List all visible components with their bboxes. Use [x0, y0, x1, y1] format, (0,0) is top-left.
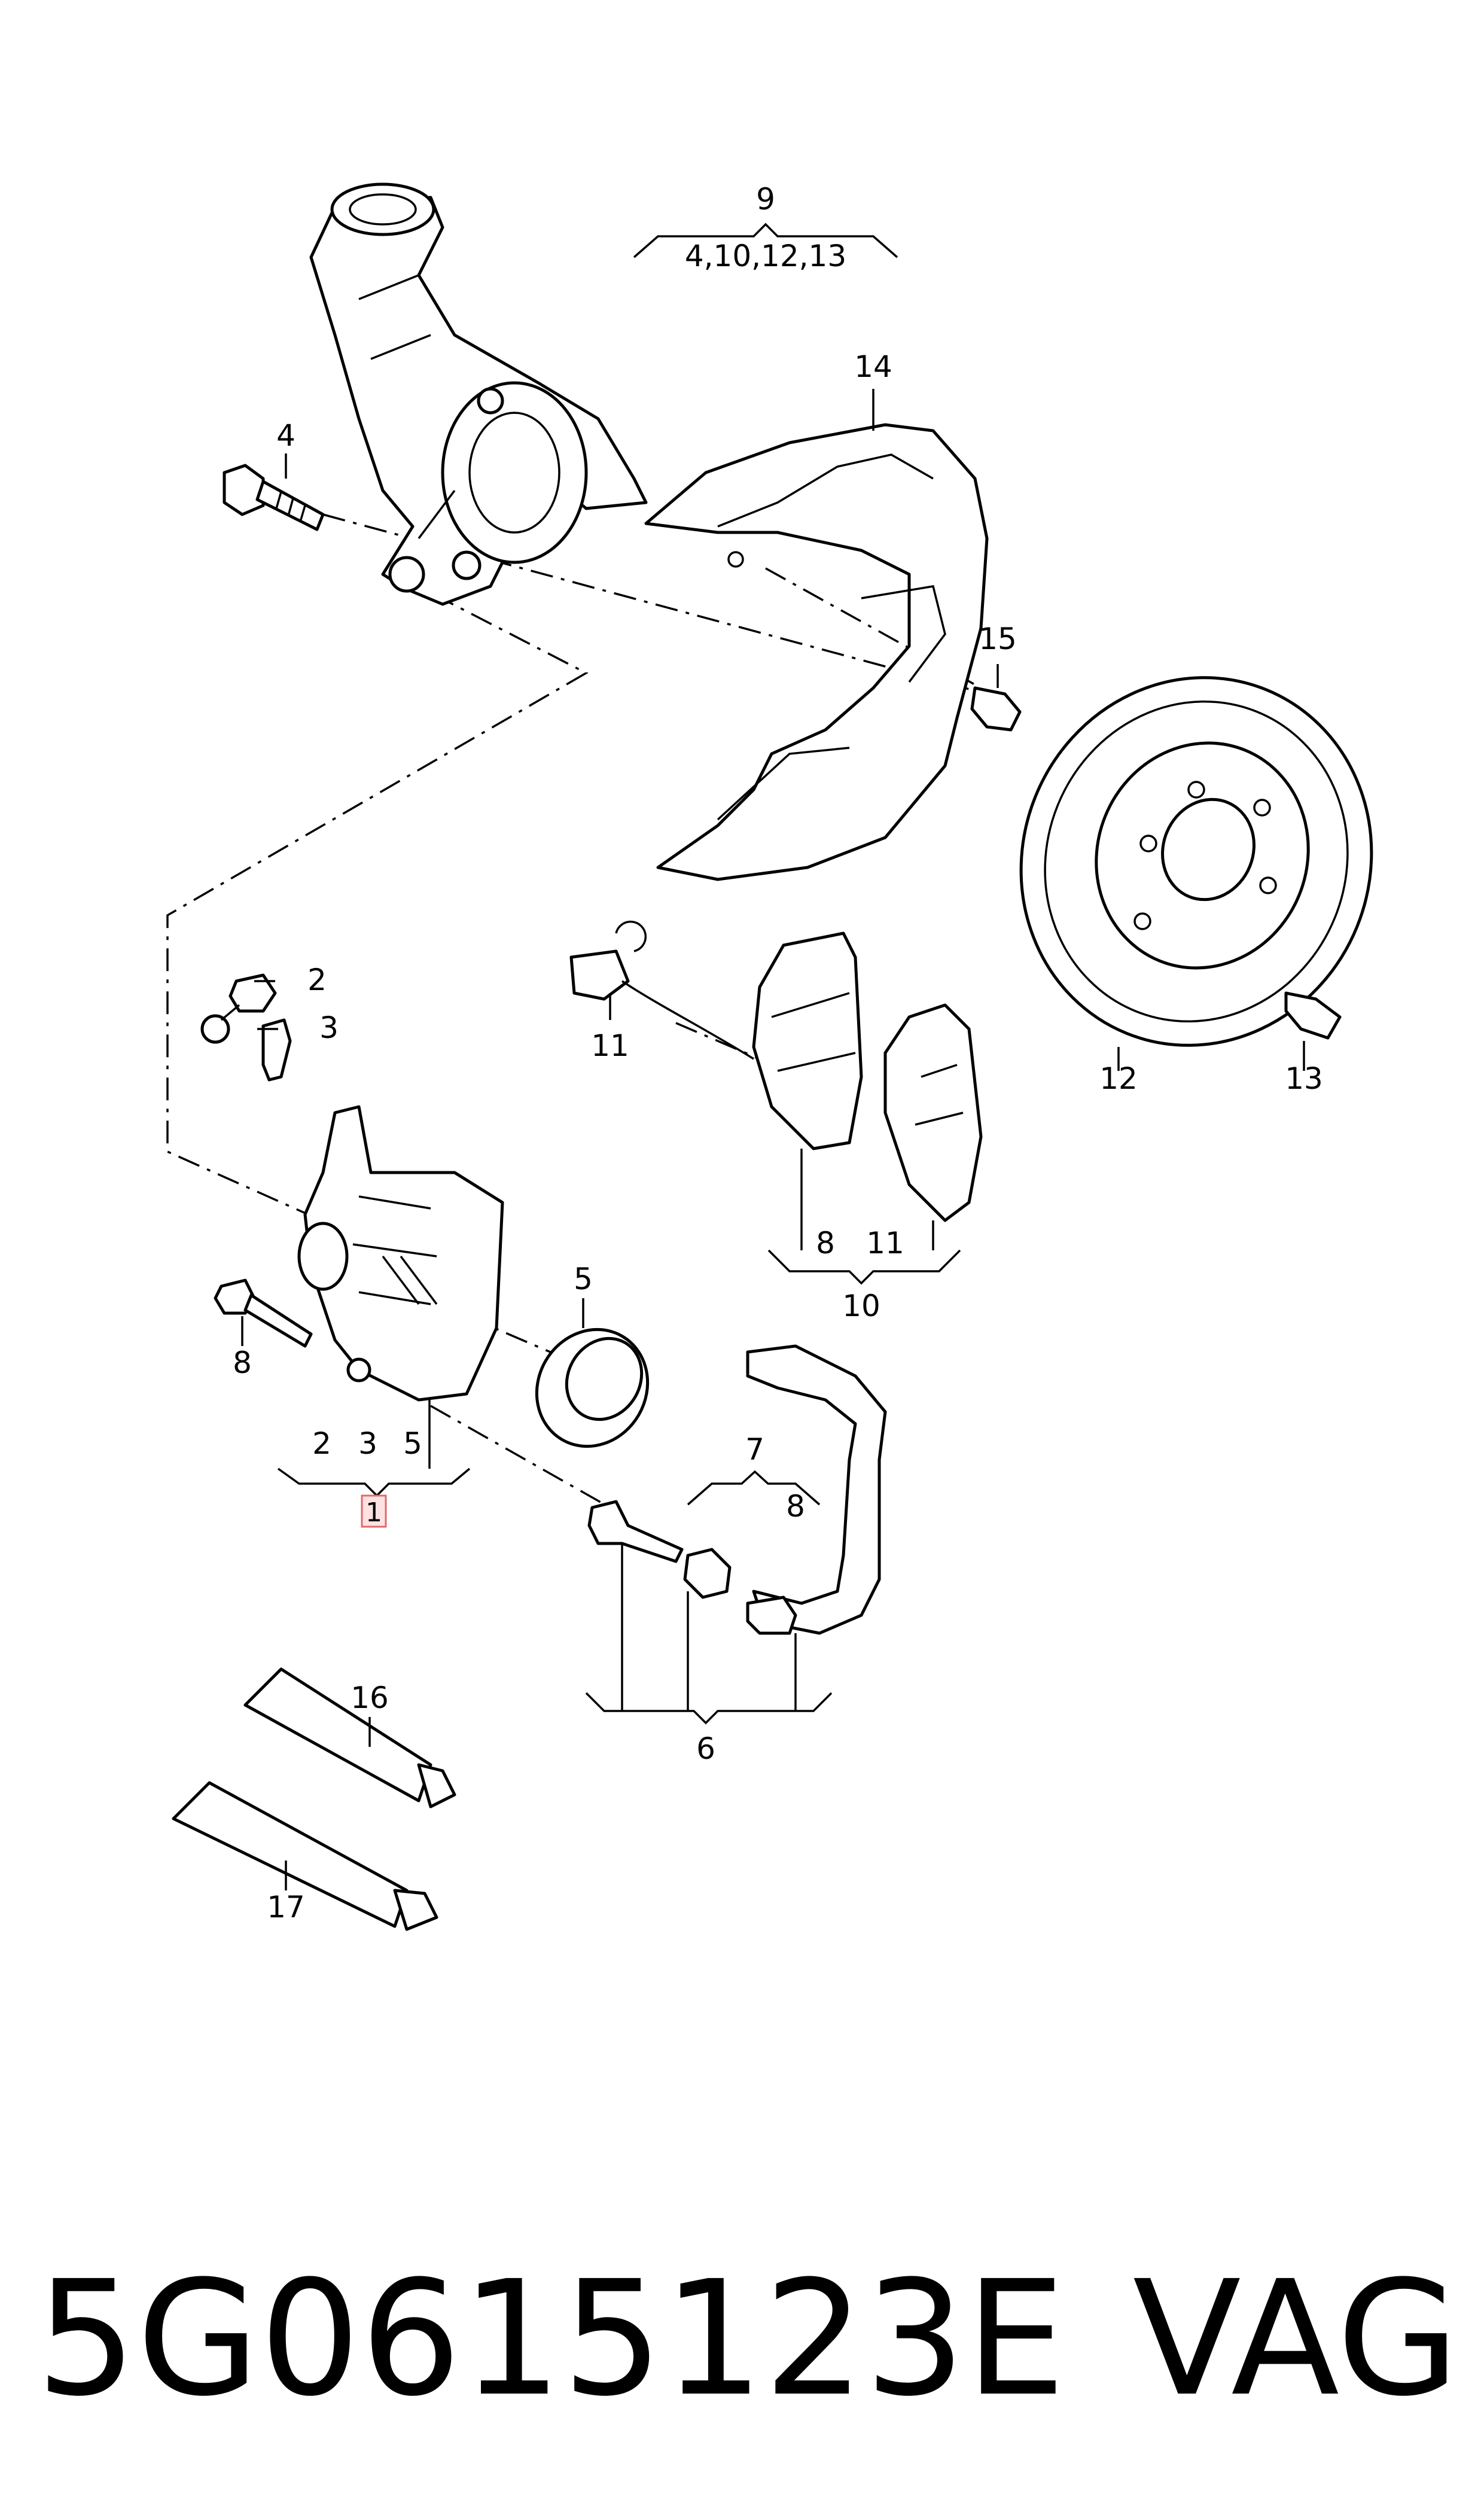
callout-8-bolt: 8 [233, 1345, 252, 1380]
grease-tube-17 [172, 1781, 438, 1931]
brake-pad-inner [883, 1003, 983, 1222]
callout-3-bracket: 3 [358, 1426, 377, 1461]
callout-17: 17 [267, 1890, 305, 1925]
bolt-4 [223, 464, 325, 531]
callout-2: 2 [307, 963, 327, 997]
grease-tube-16 [243, 1667, 456, 1808]
bracket-7 [687, 1470, 821, 1506]
callout-10: 10 [842, 1289, 880, 1323]
bracket-1 [277, 1467, 471, 1497]
callout-16: 16 [351, 1680, 389, 1715]
callout-7: 7 [745, 1432, 764, 1467]
callout-9-subitems: 4,10,12,13 [685, 239, 846, 273]
callout-4: 4 [276, 418, 295, 453]
bleeder-screw-2 [200, 973, 277, 1044]
guide-bolt-3 [261, 1018, 292, 1082]
callout-6: 6 [696, 1731, 715, 1766]
callout-11-sensor: 11 [591, 1028, 629, 1063]
callout-8-pads: 8 [816, 1226, 835, 1260]
callout-1: 1 [365, 1497, 382, 1528]
brake-disc-12 [1019, 676, 1373, 1047]
callout-14: 14 [854, 349, 892, 384]
item-1-highlight [361, 1494, 387, 1528]
callout-2-bracket: 2 [312, 1426, 331, 1461]
screw-13 [1284, 991, 1342, 1040]
guide-bushing [683, 1548, 732, 1599]
bolt-15 [970, 686, 1022, 732]
bolt-8 [214, 1278, 313, 1348]
dust-shield-14 [644, 423, 989, 881]
callout-8-kit: 8 [786, 1489, 805, 1524]
callout-12: 12 [1099, 1061, 1138, 1096]
callout-5: 5 [574, 1262, 593, 1296]
callout-15: 15 [979, 622, 1017, 656]
bracket-9 [633, 223, 898, 258]
callout-11-pads: 11 [866, 1226, 904, 1260]
leader-lines [241, 389, 1305, 1890]
brake-caliper [297, 1105, 504, 1402]
seal-5 [535, 1327, 650, 1448]
brake-hose-bracket [746, 1344, 887, 1635]
callout-13: 13 [1285, 1061, 1323, 1096]
bracket-10 [767, 1249, 961, 1285]
brand-label: VAG [1132, 2247, 1459, 2431]
callout-5-bracket: 5 [403, 1426, 422, 1461]
callout-9: 9 [756, 182, 775, 217]
footer: 5G0615123E VAG [36, 2249, 1459, 2429]
wear-sensor-11 [569, 920, 754, 1060]
brake-pad-outer [752, 931, 863, 1150]
steering-knuckle [309, 182, 648, 606]
bracket-6 [585, 1692, 833, 1725]
guide-pin [587, 1500, 684, 1563]
callout-labels: 1 2 2 3 3 4 5 5 6 7 8 8 8 9 4,10,12,13 1… [233, 182, 1323, 1925]
part-number: 5G0615123E [36, 2247, 1066, 2431]
callout-3: 3 [319, 1010, 339, 1045]
